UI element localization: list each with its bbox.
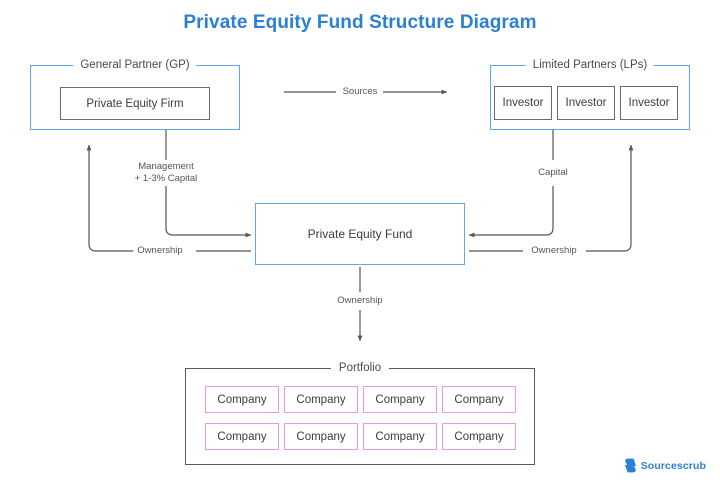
node-portfolio-company-8[interactable]: Company (442, 423, 516, 450)
brand-logo: Sourcescrub (624, 458, 706, 473)
edge-label-sources: Sources (338, 86, 382, 98)
edge-label-management-fee: Management + 1-3% Capital (130, 161, 202, 185)
node-private-equity-fund[interactable]: Private Equity Fund (255, 203, 465, 265)
group-portfolio-label: Portfolio (330, 362, 390, 374)
node-portfolio-company-7[interactable]: Company (363, 423, 437, 450)
node-investor-1[interactable]: Investor (494, 86, 552, 120)
group-general-partner-label: General Partner (GP) (73, 59, 197, 71)
node-portfolio-company-6[interactable]: Company (284, 423, 358, 450)
edge-label-lp-ownership: Ownership (527, 245, 581, 257)
node-portfolio-company-2[interactable]: Company (284, 386, 358, 413)
sourcescrub-logo-icon (624, 458, 637, 473)
management-fee-line-1: Management (138, 161, 194, 172)
node-portfolio-company-3[interactable]: Company (363, 386, 437, 413)
page-title: Private Equity Fund Structure Diagram (183, 12, 537, 33)
node-investor-2[interactable]: Investor (557, 86, 615, 120)
edge-lp-capital (468, 130, 554, 238)
management-fee-line-2: + 1-3% Capital (134, 173, 198, 184)
node-portfolio-company-4[interactable]: Company (442, 386, 516, 413)
edge-management-fee (165, 130, 252, 238)
group-portfolio (185, 368, 535, 465)
edge-label-fund-ownership: Ownership (333, 295, 387, 307)
node-portfolio-company-5[interactable]: Company (205, 423, 279, 450)
node-private-equity-firm[interactable]: Private Equity Firm (60, 87, 210, 120)
group-limited-partners-label: Limited Partners (LPs) (525, 59, 655, 71)
node-investor-3[interactable]: Investor (620, 86, 678, 120)
edge-label-gp-ownership: Ownership (133, 245, 187, 257)
brand-name: Sourcescrub (640, 459, 706, 472)
edge-label-lp-capital: Capital (534, 167, 572, 179)
edge-gp-ownership (86, 144, 251, 252)
edge-lp-ownership (469, 144, 634, 252)
node-portfolio-company-1[interactable]: Company (205, 386, 279, 413)
